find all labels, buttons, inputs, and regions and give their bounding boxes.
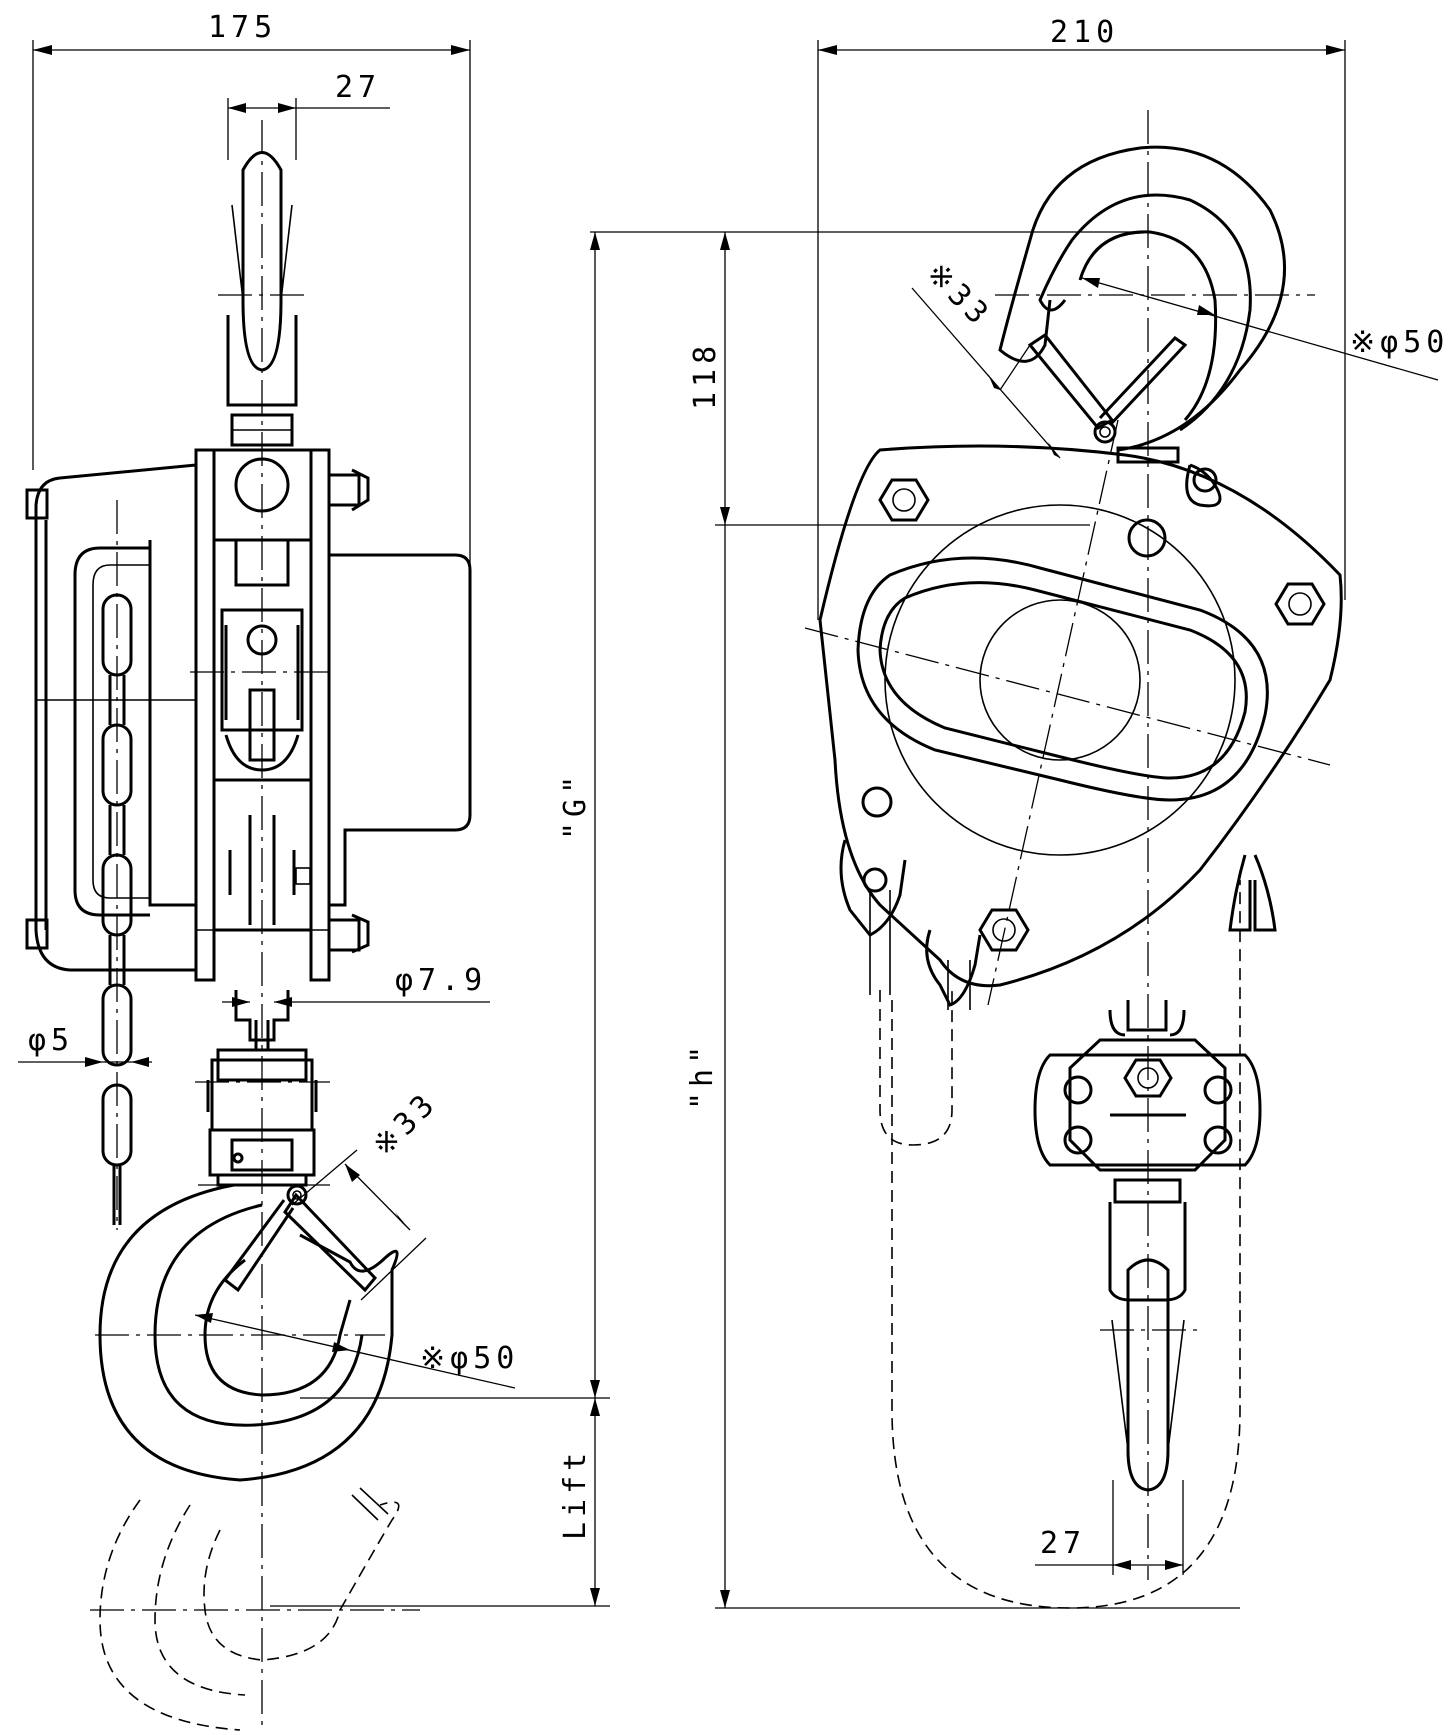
- dim-27-top-label: 27: [335, 70, 381, 105]
- dim-phi50-top-label: ※φ50: [1350, 325, 1448, 360]
- dim-210-label: 210: [1050, 15, 1119, 50]
- dim-phi7.9-label: φ7.9: [395, 963, 487, 998]
- dim-33-bottom-label: ※33: [366, 1085, 445, 1164]
- hand-chain: [101, 500, 133, 1230]
- dim-27-bottom-label: 27: [1040, 1526, 1086, 1561]
- dim-h-label: "h": [685, 1041, 720, 1110]
- side-view: 210 "G" 118 "h" ※3: [558, 15, 1448, 1609]
- dim-175-label: 175: [208, 10, 277, 45]
- dim-33-top-label: ※33: [919, 256, 998, 335]
- dim-lift-label: Lift: [558, 1448, 593, 1540]
- dim-phi50-bottom-label: ※φ50: [420, 1341, 519, 1376]
- dim-phi5-label: φ5: [28, 1023, 74, 1058]
- front-view: 175 27: [18, 10, 610, 1731]
- dim-118-label: 118: [688, 341, 723, 410]
- body-nuts: [861, 478, 1326, 952]
- dim-G-label: "G": [558, 771, 593, 840]
